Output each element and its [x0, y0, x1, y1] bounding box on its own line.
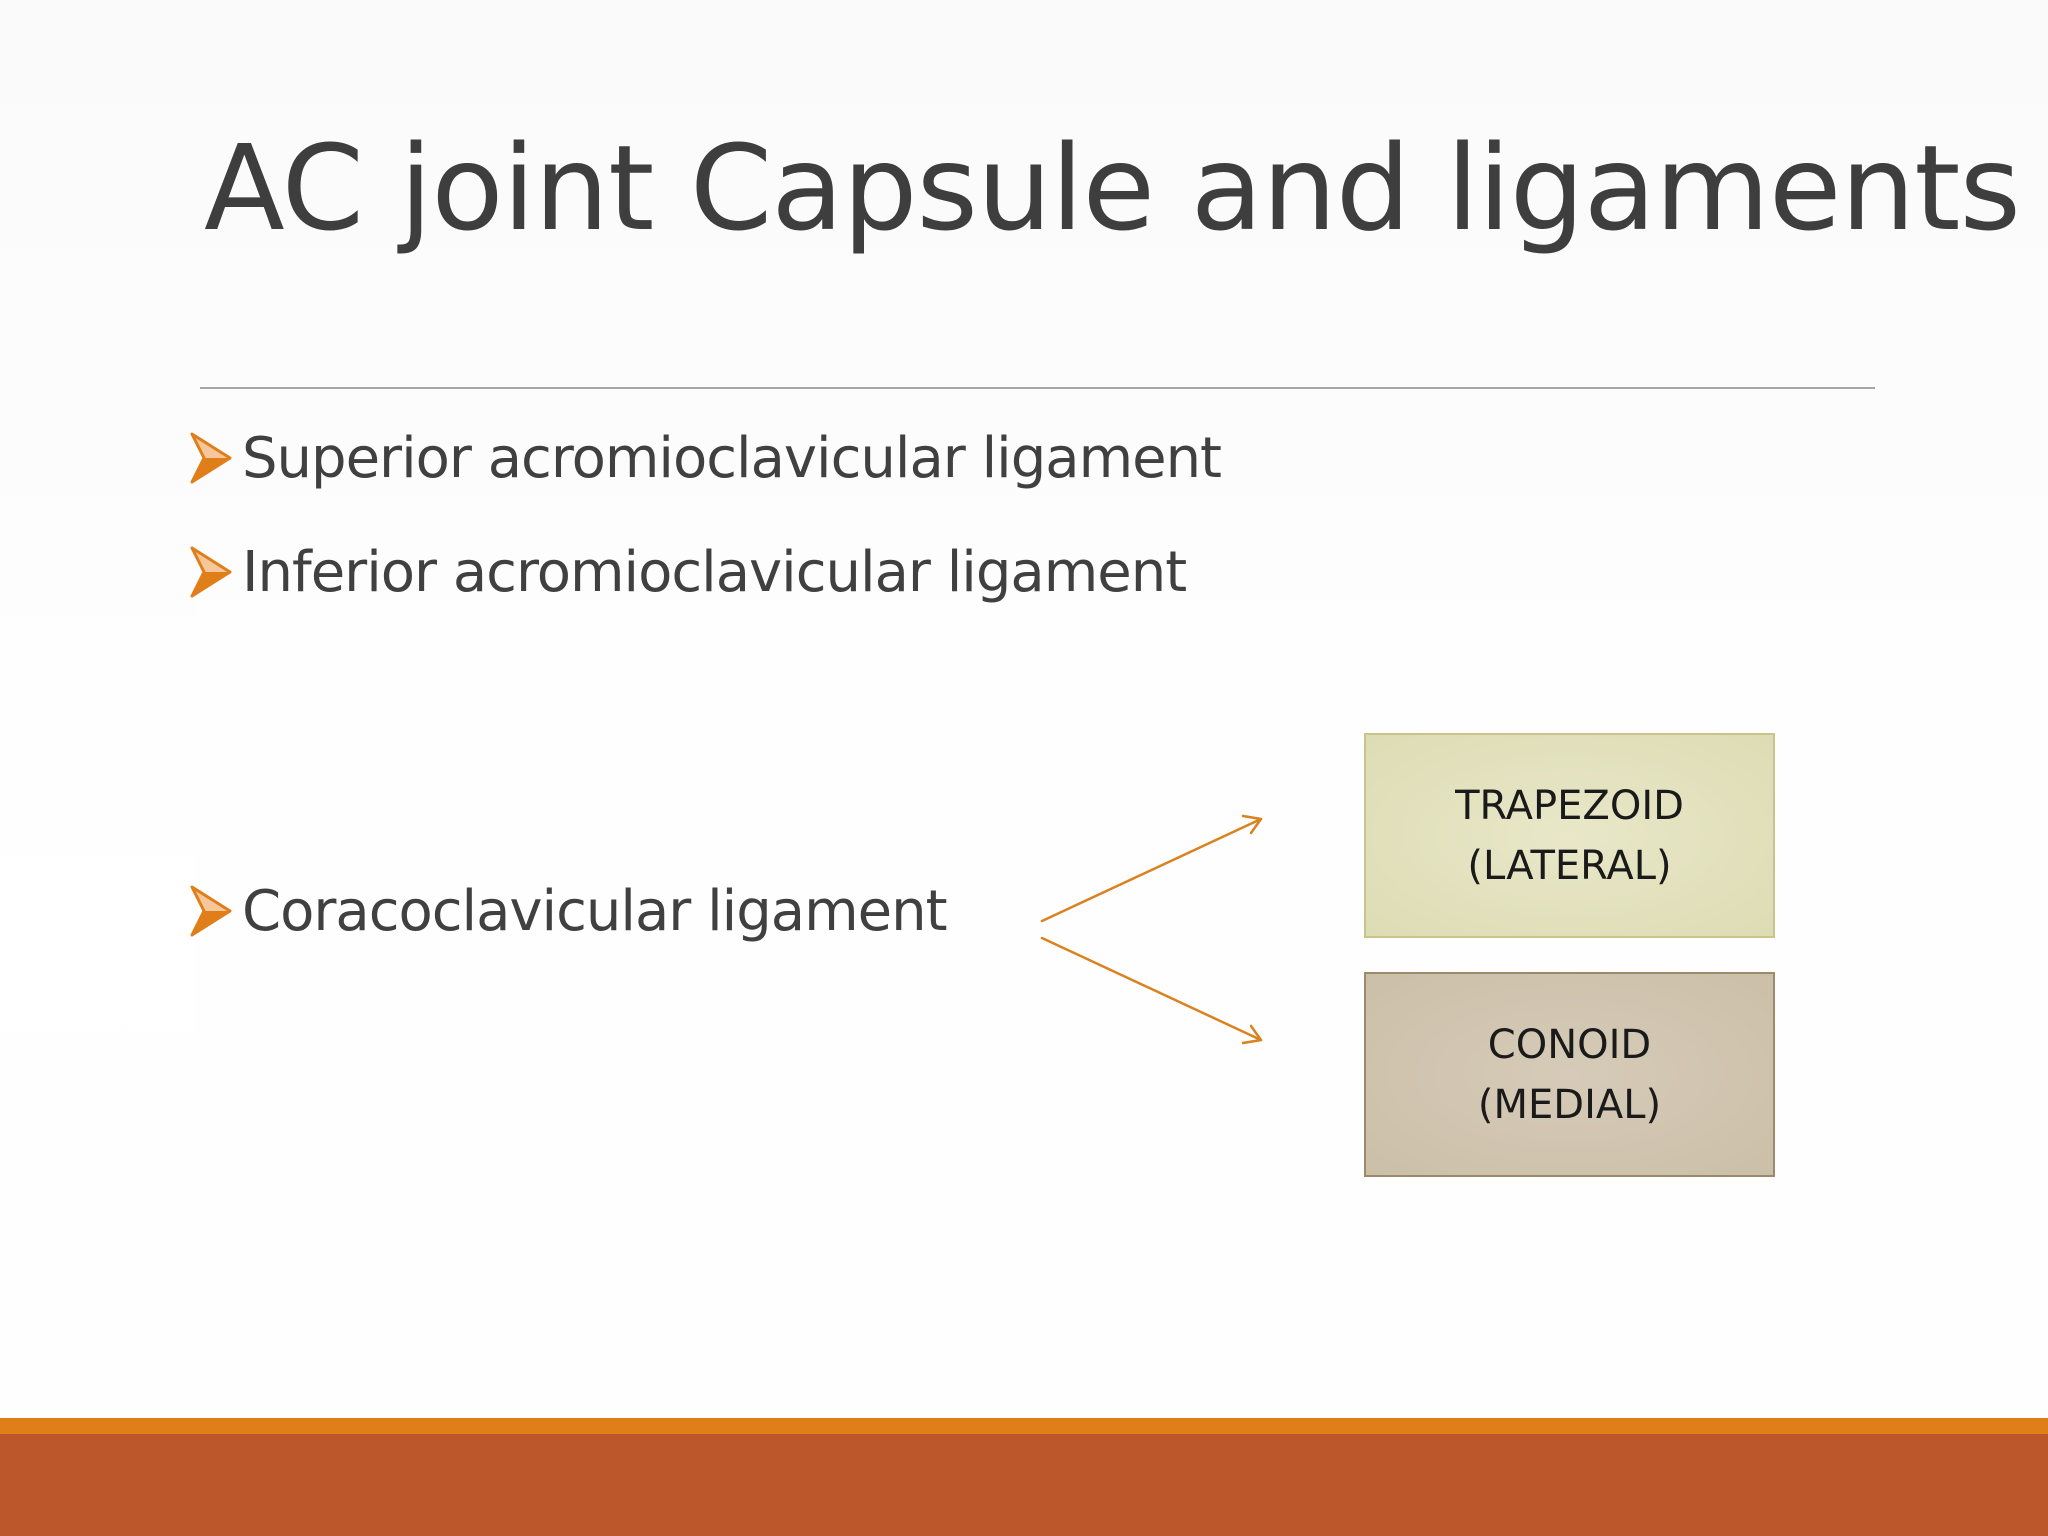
- trapezoid-box: TRAPEZOID (LATERAL): [1364, 733, 1775, 938]
- arrowhead-bullet-icon: [190, 546, 232, 598]
- footer-bar: [0, 1434, 2048, 1536]
- branch-arrow-icon: [1040, 936, 1263, 1045]
- conoid-box: CONOID (MEDIAL): [1364, 972, 1775, 1177]
- bullet-text: Inferior acromioclavicular ligament: [242, 539, 1187, 605]
- footer-accent-stripe: [0, 1418, 2048, 1434]
- bullet-text: Superior acromioclavicular ligament: [242, 425, 1222, 491]
- trapezoid-sublabel: (LATERAL): [1467, 842, 1672, 889]
- branch-arrow-icon: [1040, 814, 1263, 923]
- arrowhead-bullet-icon: [190, 885, 232, 937]
- bullet-item: Inferior acromioclavicular ligament: [188, 537, 1187, 607]
- branch-arrows: [1040, 814, 1263, 1045]
- bullet-item: Superior acromioclavicular ligament: [188, 423, 1222, 493]
- bullet-text: Coracoclavicular ligament: [242, 878, 948, 944]
- trapezoid-label: TRAPEZOID: [1455, 782, 1684, 829]
- title-divider: [200, 387, 1875, 389]
- bullet-item: Coracoclavicular ligament: [188, 876, 948, 946]
- slide-title: AC joint Capsule and ligaments: [204, 119, 2021, 257]
- conoid-label: CONOID: [1487, 1021, 1652, 1068]
- conoid-sublabel: (MEDIAL): [1477, 1081, 1662, 1128]
- arrowhead-bullet-icon: [190, 432, 232, 484]
